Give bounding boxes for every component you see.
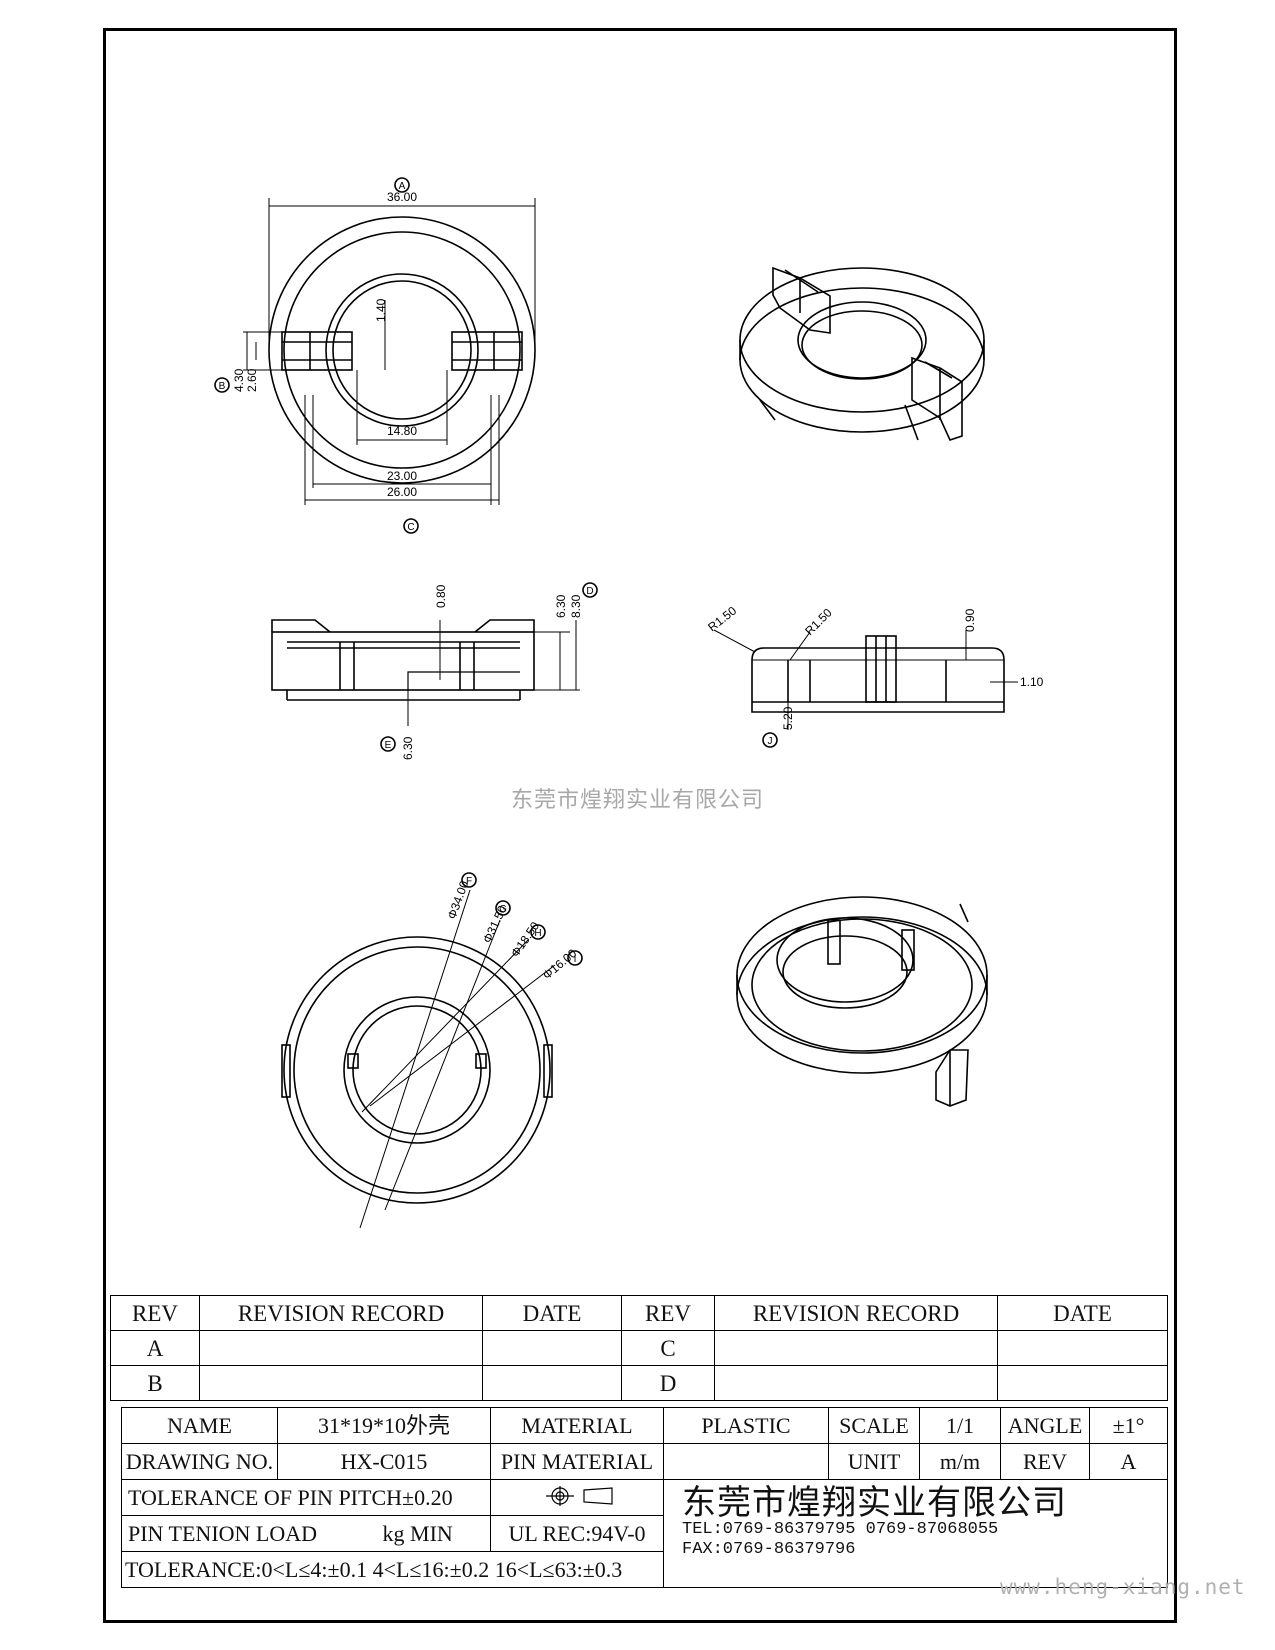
rev-cell: B [110, 1365, 200, 1401]
material-label: MATERIAL [490, 1407, 664, 1444]
dim-5-20: 5.20 [781, 706, 795, 730]
rev-value: A [1089, 1443, 1168, 1480]
ul-rec: UL REC:94V-0 [490, 1515, 664, 1552]
company-tel: TEL:0769-86379795 0769-87068055 [682, 1520, 999, 1539]
label-j: J [768, 736, 773, 747]
dim-1-10: 1.10 [1020, 675, 1044, 689]
dim-1-40: 1.40 [374, 298, 388, 322]
isometric-view-bottom [736, 896, 988, 1107]
record-cell [199, 1365, 483, 1401]
label-b: B [219, 381, 226, 392]
material-value: PLASTIC [663, 1407, 829, 1444]
tolerance-general: TOLERANCE:0<L≤4:±0.1 4<L≤16:±0.2 16<L≤63… [121, 1551, 664, 1588]
date-header-2: DATE [997, 1295, 1168, 1331]
pin-symbol-cell [490, 1479, 664, 1516]
tolerance-pitch: TOLERANCE OF PIN PITCH±0.20 [121, 1479, 491, 1516]
label-c: C [407, 522, 414, 533]
dim-6-30-a: 6.30 [554, 594, 568, 618]
rev-cell: C [621, 1330, 715, 1366]
rev-cell: A [110, 1330, 200, 1366]
scale-label: SCALE [828, 1407, 920, 1444]
pin-load-label: PIN TENION LOAD [128, 1520, 318, 1546]
label-e: E [385, 740, 392, 751]
drawing-no-value: HX-C015 [277, 1443, 491, 1480]
label-f: F [466, 876, 472, 887]
radius-2: R1.50 [802, 605, 835, 638]
drawing-no-label: DRAWING NO. [121, 1443, 278, 1480]
dim-23: 23.00 [387, 469, 417, 483]
technical-drawing: 36.00 14.80 23.00 26.00 1.40 4.30 2.60 A… [214, 177, 1044, 1229]
dim-6-30-b: 6.30 [401, 736, 415, 760]
record-header: REVISION RECORD [199, 1295, 483, 1331]
rev-cell: D [621, 1365, 715, 1401]
label-g: G [499, 904, 507, 915]
angle-label: ANGLE [1000, 1407, 1090, 1444]
angle-value: ±1° [1089, 1407, 1168, 1444]
radius-1: R1.50 [705, 603, 739, 634]
record-cell [199, 1330, 483, 1366]
revision-table: REV REVISION RECORD DATE REV REVISION RE… [110, 1295, 1168, 1401]
pin-material-label: PIN MATERIAL [490, 1443, 664, 1480]
name-value: 31*19*10外壳 [277, 1407, 491, 1444]
bottom-view: Φ34.00 Φ31.50 Φ18.50 Φ16.00 F G H I [281, 872, 583, 1229]
pin-material-value [663, 1443, 829, 1480]
date-cell [997, 1365, 1168, 1401]
pin-load-unit: kg MIN [382, 1520, 453, 1546]
company-name: 东莞市煌翔实业有限公司 [682, 1483, 1067, 1523]
name-label: NAME [121, 1407, 278, 1444]
dim-8-30: 8.30 [569, 594, 583, 618]
label-d: D [586, 586, 593, 597]
company-fax: FAX:0769-86379796 [682, 1539, 856, 1559]
dim-0-80: 0.80 [434, 584, 448, 608]
dim-26: 26.00 [387, 485, 417, 499]
date-cell [482, 1330, 622, 1366]
date-cell [997, 1330, 1168, 1366]
record-header-2: REVISION RECORD [714, 1295, 998, 1331]
dim-0-90: 0.90 [963, 608, 977, 632]
date-cell [482, 1365, 622, 1401]
watermark-text: 东莞市煌翔实业有限公司 [510, 788, 764, 813]
website-watermark: www.heng-xiang.net [1000, 1575, 1246, 1599]
label-i: I [574, 954, 577, 965]
title-block: NAME 31*19*10外壳 MATERIAL PLASTIC SCALE 1… [121, 1407, 1168, 1588]
pin-projection-icon [546, 1485, 613, 1506]
scale-value: 1/1 [919, 1407, 1001, 1444]
pin-load-cell: PIN TENION LOAD kg MIN [121, 1515, 491, 1552]
label-h: H [534, 928, 541, 939]
side-view-front: 0.80 6.30 8.30 6.30 D E [271, 582, 598, 760]
dim-14-80: 14.80 [387, 424, 417, 438]
revision-header-row: REV REVISION RECORD DATE REV REVISION RE… [110, 1295, 1168, 1331]
unit-value: m/m [919, 1443, 1001, 1480]
side-view-right: R1.50 R1.50 0.90 1.10 5.20 J [705, 603, 1044, 748]
drawing-frame [103, 28, 1177, 1623]
dim-36: 36.00 [387, 190, 417, 204]
company-cell: 东莞市煌翔实业有限公司 TEL:0769-86379795 0769-87068… [663, 1479, 1168, 1588]
isometric-view-top [739, 266, 985, 441]
record-cell [714, 1365, 998, 1401]
label-a: A [399, 181, 406, 192]
rev-label: REV [1000, 1443, 1090, 1480]
dim-4-30: 4.30 [232, 368, 246, 392]
top-view: 36.00 14.80 23.00 26.00 1.40 4.30 2.60 A… [214, 177, 536, 534]
unit-label: UNIT [828, 1443, 920, 1480]
dim-2-60: 2.60 [245, 368, 259, 392]
rev-header-2: REV [621, 1295, 715, 1331]
table-row: B D [110, 1365, 1168, 1401]
rev-header: REV [110, 1295, 200, 1331]
table-row: A C [110, 1330, 1168, 1366]
record-cell [714, 1330, 998, 1366]
date-header: DATE [482, 1295, 622, 1331]
